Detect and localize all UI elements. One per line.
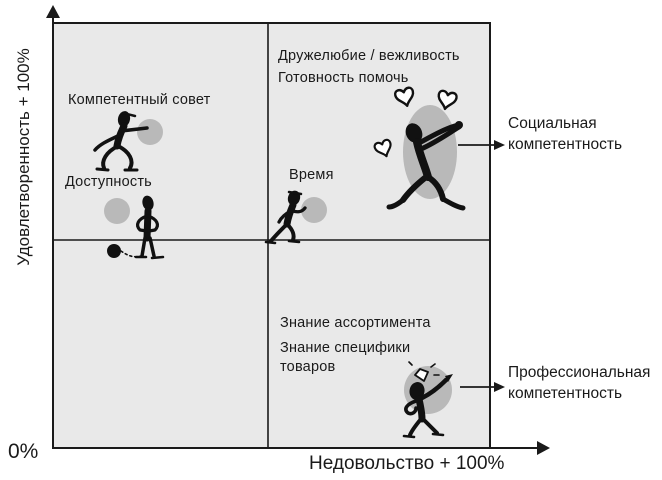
callout-professional-competence: Профессиональная компетентность [508,364,651,402]
pointing-figure-icon [93,111,149,172]
idea-figure-icon [402,361,453,439]
heart-icons [373,86,458,158]
y-axis-arrowhead [46,5,60,18]
factor-accessibility: Доступность [65,174,152,190]
factor-product-specifics-knowledge: Знание специфики товаров [280,340,411,375]
x-axis-arrowhead [537,441,550,455]
factor-friendliness-politeness: Дружелюбие / вежливость [278,48,460,64]
factor-readiness-to-help: Готовность помочь [278,70,409,86]
callout-social-competence: Социальная компетентность [508,115,623,153]
social-competence-arrow [458,140,505,150]
origin-label: 0% [8,440,39,463]
professional-competence-arrow [460,382,505,392]
running-figure-icon [264,190,307,245]
factor-competent-advice: Компетентный совет [68,92,211,108]
factor-time: Время [289,167,334,183]
x-axis [53,441,550,455]
y-axis [46,5,60,448]
kneeling-figure-with-hearts-icon [386,121,466,211]
akimbo-figure-with-ball-icon [107,195,165,260]
factor-assortment-knowledge: Знание ассортимента [280,315,431,331]
y-axis-label: Удовлетворенность + 100% [14,48,33,266]
x-axis-label: Недовольство + 100% [309,453,505,474]
